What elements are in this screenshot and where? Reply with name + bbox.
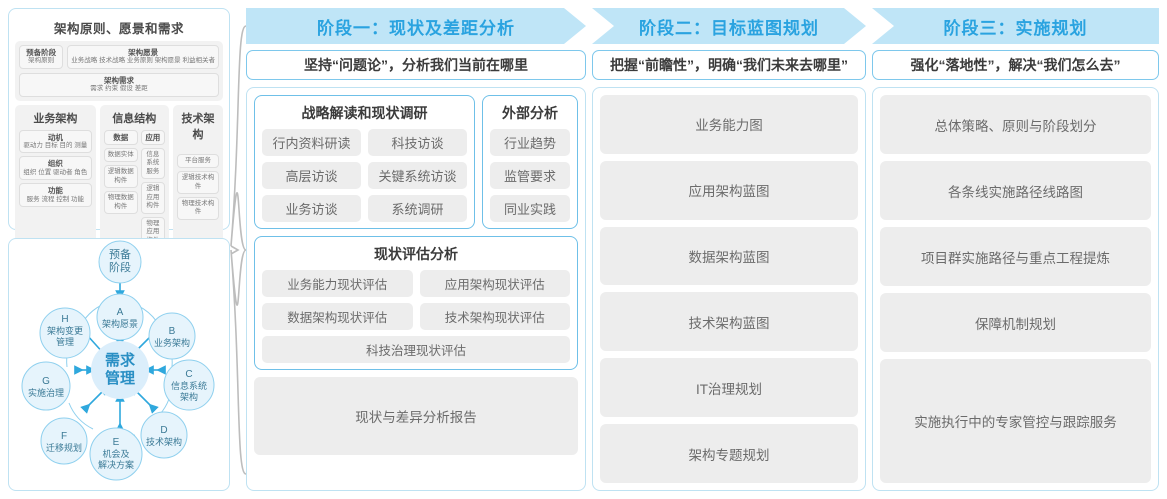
togaf-domain-columns: 业务架构 动机 驱动力 目标 目的 测量 组织 组织 位置 驱动者 角色 功能 …: [15, 104, 224, 252]
p3-item-assurance-plan[interactable]: 保障机制规划: [880, 293, 1151, 353]
phase-1-header: 阶段一：现状及差距分析: [246, 8, 586, 44]
togaf-item-data-entity: 数据实体: [103, 148, 138, 163]
togaf-item-physical-tech: 物理技术构件: [176, 196, 220, 220]
p2-item-it-governance-plan[interactable]: IT治理规划: [600, 358, 858, 418]
p2-item-app-arch-blueprint[interactable]: 应用架构蓝图: [600, 160, 858, 220]
togaf-cell-vision: 架构愿景 业务战略 技术战略 业务原则 架构愿景 利益相关者: [67, 45, 219, 69]
adm-node-f-letter: F: [61, 431, 67, 442]
togaf-item-logical-data: 逻辑数据构件: [103, 165, 138, 189]
pill-system-survey[interactable]: 系统调研: [368, 195, 467, 222]
adm-node-b-letter: B: [169, 326, 176, 337]
pill-regulatory[interactable]: 监管要求: [490, 162, 570, 189]
strategy-research-card: 战略解读和现状调研 行内资料研读 科技访谈 高层访谈 关键系统访谈 业务访谈 系…: [254, 95, 475, 229]
p3-item-line-roadmap[interactable]: 各条线实施路径线路图: [880, 161, 1151, 221]
phase-column-2: 阶段二：目标蓝图规划 把握“前瞻性”，明确“我们未来去哪里” 业务能力图 应用架…: [592, 8, 866, 491]
adm-center-line1: 需求: [105, 351, 136, 369]
togaf-framework-card: 架构原则、愿景和需求 预备阶段 架构原则 架构愿景 业务战略 技术战略 业务原则…: [8, 8, 230, 298]
adm-center-line2: 管理: [105, 369, 135, 387]
phase-2-subtitle-box: 把握“前瞻性”，明确“我们未来去哪里”: [592, 50, 866, 80]
p2-item-tech-arch-blueprint[interactable]: 技术架构蓝图: [600, 292, 858, 352]
pill-key-system-interview[interactable]: 关键系统访谈: [368, 162, 467, 189]
pill-it-governance-assess[interactable]: 科技治理现状评估: [262, 336, 570, 363]
p2-item-data-arch-blueprint[interactable]: 数据架构蓝图: [600, 226, 858, 286]
adm-node-c-label2: 架构: [180, 391, 198, 402]
adm-cycle-card: 需求 管理 预备 阶段 A 架构愿景 B 业务架构 C 信息系统 架构 D 技术…: [8, 238, 230, 491]
pill-internal-docs[interactable]: 行内资料研读: [262, 129, 361, 156]
phase-column-3: 阶段三：实施规划 强化“落地性”，解决“我们怎么去” 总体策略、原则与阶段划分 …: [872, 8, 1159, 491]
p3-item-expert-control[interactable]: 实施执行中的专家管控与跟踪服务: [880, 359, 1151, 483]
togaf-item-organization: 组织 组织 位置 驱动者 角色: [19, 156, 92, 181]
pill-business-interview[interactable]: 业务访谈: [262, 195, 361, 222]
togaf-item-logical-tech: 逻辑技术构件: [176, 171, 220, 194]
adm-node-e-label2: 解决方案: [98, 459, 134, 470]
pill-tech-interview[interactable]: 科技访谈: [368, 129, 467, 156]
togaf-column-technology: 技术架构 平台服务 逻辑技术构件 物理技术构件: [172, 104, 224, 252]
adm-node-h-label2: 管理: [56, 336, 74, 347]
pill-data-arch-assess[interactable]: 数据架构现状评估: [262, 303, 413, 330]
adm-node-d-letter: D: [160, 425, 167, 436]
adm-node-a-label: 架构愿景: [102, 318, 138, 329]
togaf-item-data: 数据: [103, 129, 138, 145]
phase-3-subtitle-box: 强化“落地性”，解决“我们怎么去”: [872, 50, 1159, 80]
adm-node-b-label: 业务架构: [154, 337, 190, 348]
current-assessment-card: 现状评估分析 业务能力现状评估 应用架构现状评估 数据架构现状评估 技术架构现状…: [254, 236, 578, 370]
togaf-item-application: 应用: [140, 129, 165, 145]
adm-node-h-letter: H: [61, 314, 68, 325]
togaf-column-information: 信息结构 数据 数据实体 逻辑数据构件 物理数据构件 应用 信息系统服务 逻辑应…: [99, 104, 169, 252]
pill-app-arch-assess[interactable]: 应用架构现状评估: [419, 270, 570, 297]
pill-peer-practice[interactable]: 同业实践: [490, 195, 570, 222]
pill-exec-interview[interactable]: 高层访谈: [262, 162, 361, 189]
p2-item-business-capability-map[interactable]: 业务能力图: [600, 95, 858, 154]
external-analysis-card: 外部分析 行业趋势 监管要求 同业实践: [482, 95, 578, 229]
phase-1-subtitle-box: 坚持“问题论”，分析我们当前在哪里: [246, 50, 586, 80]
pill-tech-arch-assess[interactable]: 技术架构现状评估: [419, 303, 570, 330]
adm-cycle-diagram: 需求 管理 预备 阶段 A 架构愿景 B 业务架构 C 信息系统 架构 D 技术…: [21, 240, 215, 481]
togaf-reference-panel: 架构原则、愿景和需求 预备阶段 架构原则 架构愿景 业务战略 技术战略 业务原则…: [8, 8, 230, 491]
phase-3-body: 总体策略、原则与阶段划分 各条线实施路径线路图 项目群实施路径与重点工程提炼 保…: [872, 87, 1159, 491]
togaf-item-function: 功能 服务 流程 控制 功能: [19, 183, 92, 208]
togaf-cell-preliminary: 预备阶段 架构原则: [19, 45, 64, 69]
togaf-requirements-band: 预备阶段 架构原则 架构愿景 业务战略 技术战略 业务原则 架构愿景 利益相关者…: [15, 41, 223, 101]
togaf-item-logical-app: 逻辑应用构件: [140, 182, 165, 214]
adm-preliminary-line2: 阶段: [109, 260, 131, 274]
adm-node-g-label: 实施治理: [28, 387, 64, 398]
adm-node-h-label1: 架构变更: [47, 325, 83, 336]
pill-business-capability-assess[interactable]: 业务能力现状评估: [262, 270, 413, 297]
adm-node-a-letter: A: [117, 307, 124, 318]
phase-1-body: 战略解读和现状调研 行内资料研读 科技访谈 高层访谈 关键系统访谈 业务访谈 系…: [246, 87, 586, 491]
togaf-title: 架构原则、愿景和需求: [53, 22, 184, 36]
adm-node-e-letter: E: [113, 437, 120, 448]
p3-item-program-roadmap[interactable]: 项目群实施路径与重点工程提炼: [880, 227, 1151, 287]
togaf-cell-requirements: 架构需求 需求 约束 假设 差距: [19, 72, 219, 97]
adm-node-c-label1: 信息系统: [171, 380, 207, 391]
pill-industry-trend[interactable]: 行业趋势: [490, 129, 570, 156]
togaf-column-business: 业务架构 动机 驱动力 目标 目的 测量 组织 组织 位置 驱动者 角色 功能 …: [15, 104, 96, 252]
phase-3-header: 阶段三：实施规划: [872, 8, 1159, 44]
adm-node-c-letter: C: [185, 369, 192, 380]
togaf-item-motivation: 动机 驱动力 目标 目的 测量: [19, 129, 92, 154]
togaf-item-is-service: 信息系统服务: [140, 148, 165, 180]
adm-node-f-label: 迁移规划: [46, 442, 82, 453]
togaf-item-physical-data: 物理数据构件: [103, 191, 138, 215]
gap-analysis-report[interactable]: 现状与差异分析报告: [254, 377, 578, 455]
phase-column-1: 阶段一：现状及差距分析 坚持“问题论”，分析我们当前在哪里 战略解读和现状调研 …: [246, 8, 586, 491]
adm-preliminary-line1: 预备: [109, 247, 131, 261]
adm-node-e-label1: 机会及: [102, 448, 129, 459]
phase-2-header: 阶段二：目标蓝图规划: [592, 8, 866, 44]
adm-node-d-label: 技术架构: [146, 436, 182, 447]
togaf-item-platform-service: 平台服务: [176, 153, 220, 169]
p2-item-arch-topic-plan[interactable]: 架构专题规划: [600, 424, 858, 483]
p3-item-overall-strategy[interactable]: 总体策略、原则与阶段划分: [880, 95, 1151, 155]
phase-2-body: 业务能力图 应用架构蓝图 数据架构蓝图 技术架构蓝图 IT治理规划 架构专题规划: [592, 87, 866, 491]
adm-node-g-letter: G: [42, 376, 50, 387]
